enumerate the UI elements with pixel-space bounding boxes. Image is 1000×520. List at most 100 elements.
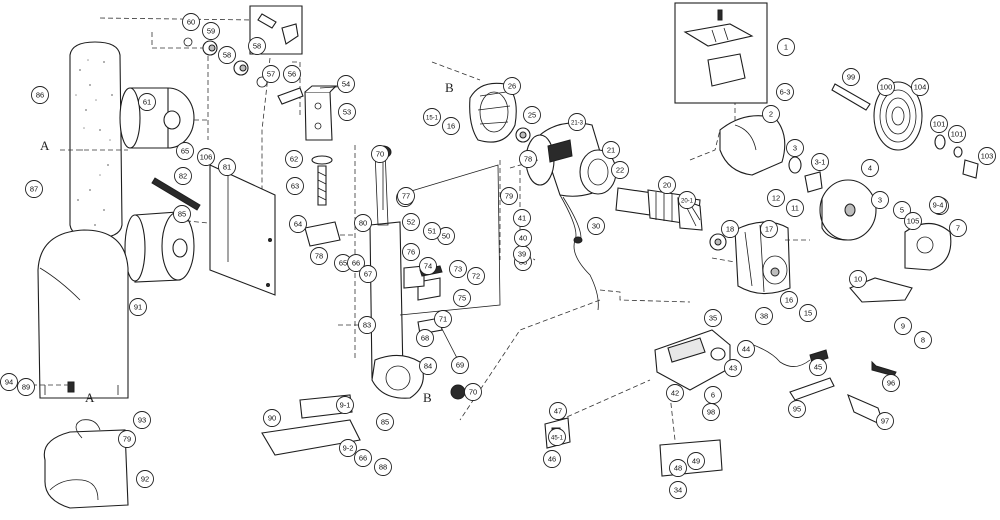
callout-circle xyxy=(218,158,236,176)
motor-end-cover xyxy=(469,82,517,143)
callout-circle xyxy=(197,148,215,166)
callout-label: 86 xyxy=(36,91,44,100)
callout-label: 70 xyxy=(469,388,477,397)
callout-circle xyxy=(347,254,365,272)
callout-label: 8 xyxy=(921,336,925,345)
callout-79: 79 xyxy=(118,430,136,448)
callout-circle xyxy=(666,384,684,402)
callout-label: 74 xyxy=(424,262,432,271)
callout-circle xyxy=(678,191,696,209)
callout-label: 26 xyxy=(508,82,516,91)
callout-circle xyxy=(339,439,357,457)
callout-90: 90 xyxy=(263,409,281,427)
adjust-knob xyxy=(311,155,333,165)
callout-circle xyxy=(978,147,996,165)
callout-circle xyxy=(767,189,785,207)
reference-letters: A A B B xyxy=(40,80,454,405)
callout-label: 20-1 xyxy=(681,199,694,205)
callout-43: 43 xyxy=(724,359,742,377)
callout-89: 89 xyxy=(17,378,35,396)
callout-circle xyxy=(263,409,281,427)
callout-15-1: 15-1 xyxy=(423,108,441,126)
callout-circle xyxy=(336,396,354,414)
callout-circle xyxy=(799,304,817,322)
ref-letter-b-top: B xyxy=(445,80,454,95)
callout-label: 38 xyxy=(760,312,768,321)
callout-circle xyxy=(669,459,687,477)
callout-circle xyxy=(402,243,420,261)
callout-label: 62 xyxy=(290,155,298,164)
callout-circle xyxy=(423,108,441,126)
callout-64: 64 xyxy=(289,215,307,233)
callout-label: 106 xyxy=(200,153,213,162)
callout-circle xyxy=(442,117,460,135)
callout-label: 69 xyxy=(456,361,464,370)
callout-label: 4 xyxy=(868,164,872,173)
callout-circle xyxy=(218,46,236,64)
callout-label: 39 xyxy=(518,250,526,259)
callout-label: 9-2 xyxy=(343,444,354,453)
callout-label: 16 xyxy=(785,296,793,305)
callout-85: 85 xyxy=(376,413,394,431)
callout-circle xyxy=(423,222,441,240)
callout-circle xyxy=(861,159,879,177)
callout-85: 85 xyxy=(173,205,191,223)
callout-circle xyxy=(877,78,895,96)
callout-circle xyxy=(176,142,194,160)
callout-circle xyxy=(704,386,722,404)
callout-label: 78 xyxy=(315,252,323,261)
callout-99: 99 xyxy=(842,68,860,86)
callout-label: 79 xyxy=(123,435,131,444)
callout-45: 45 xyxy=(809,358,827,376)
callout-label: 66 xyxy=(352,259,360,268)
motor-lead-wire xyxy=(559,194,599,311)
washer-60 xyxy=(183,37,193,47)
callout-label: 52 xyxy=(407,218,415,227)
callout-label: 68 xyxy=(421,334,429,343)
callout-18: 18 xyxy=(721,220,739,238)
cone-104 xyxy=(962,159,979,179)
callout-label: 101 xyxy=(951,130,964,139)
callout-62: 62 xyxy=(285,150,303,168)
callout-67: 67 xyxy=(359,265,377,283)
callout-105: 105 xyxy=(904,212,922,230)
callout-label: 84 xyxy=(424,362,432,371)
belt-grit-texture xyxy=(75,59,113,226)
callout-label: 2 xyxy=(769,110,773,119)
callout-circle xyxy=(777,38,795,56)
callout-circle xyxy=(724,359,742,377)
callout-label: 71 xyxy=(439,315,447,324)
callout-circle xyxy=(464,383,482,401)
callout-circle xyxy=(602,141,620,159)
callout-circle xyxy=(929,196,947,214)
callout-41: 41 xyxy=(513,209,531,227)
callout-label: 21-3 xyxy=(571,121,584,127)
callout-circle xyxy=(871,191,889,209)
callout-96: 96 xyxy=(882,374,900,392)
callout-circle xyxy=(762,105,780,123)
callout-circle xyxy=(543,450,561,468)
callout-circle xyxy=(262,65,280,83)
callout-label: 94 xyxy=(5,378,13,387)
callout-100: 100 xyxy=(877,78,895,96)
callout-61: 61 xyxy=(138,93,156,111)
callout-label: 87 xyxy=(30,185,38,194)
callout-4: 4 xyxy=(861,159,879,177)
callout-label: 95 xyxy=(793,405,801,414)
callout-81: 81 xyxy=(218,158,236,176)
callout-label: 54 xyxy=(342,80,350,89)
callout-circle xyxy=(948,125,966,143)
callout-label: 76 xyxy=(407,248,415,257)
callout-label: 15 xyxy=(804,309,812,318)
callout-label: 56 xyxy=(288,70,296,79)
ref-letter-a-top: A xyxy=(40,138,50,153)
callout-9-1: 9-1 xyxy=(336,396,354,414)
callout-bubbles: 1233-143566-3789101112151617182020-12121… xyxy=(0,13,996,499)
callout-3: 3 xyxy=(871,191,889,209)
callout-label: 3-1 xyxy=(815,158,826,167)
callout-circle xyxy=(503,77,521,95)
callout-circle xyxy=(416,329,434,347)
drive-shaft xyxy=(277,87,304,105)
callout-88: 88 xyxy=(374,458,392,476)
callout-circle xyxy=(182,13,200,31)
